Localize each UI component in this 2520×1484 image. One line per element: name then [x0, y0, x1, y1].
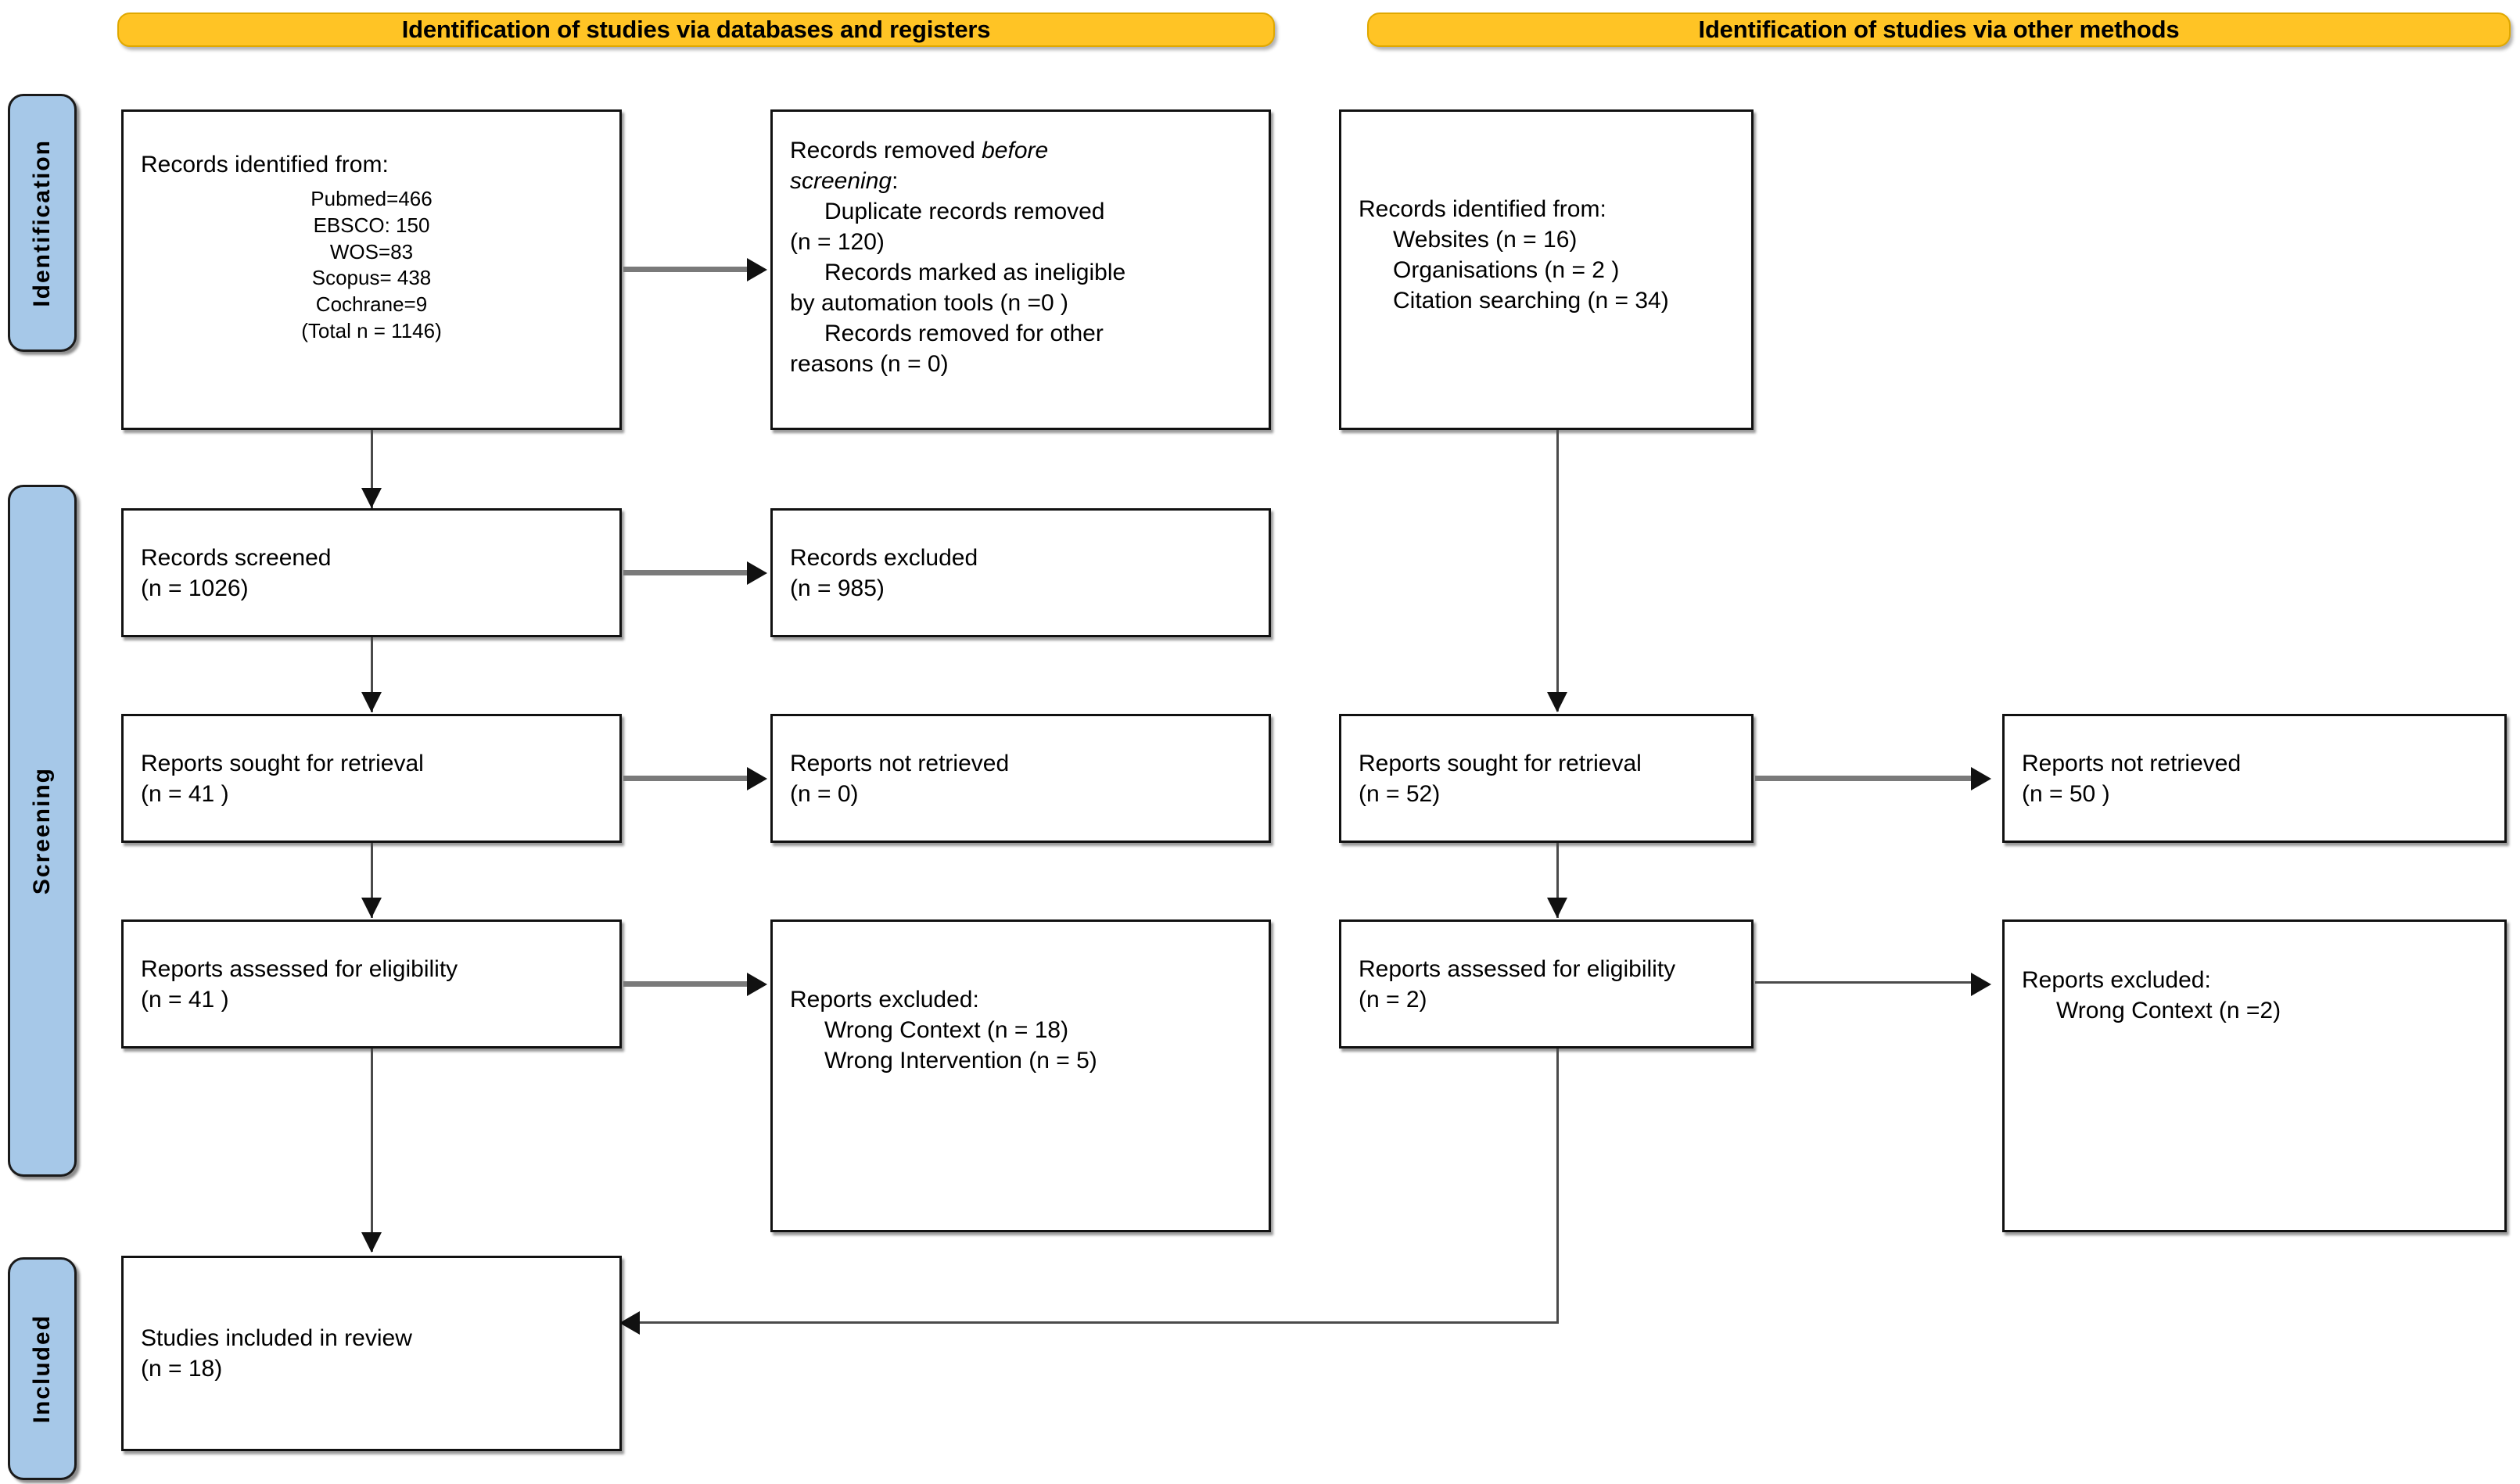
reports-sought-left-title: Reports sought for retrieval [141, 750, 424, 776]
reports-assessed-left-title: Reports assessed for eligibility [141, 955, 458, 982]
box-records-identified-databases: Records identified from: Pubmed=466 EBSC… [121, 109, 622, 430]
records-removed-title-c: screening [790, 168, 892, 194]
arrow-sought-to-assessed-left [361, 898, 382, 918]
arrow-assessed-to-excluded-left [747, 973, 767, 996]
records-removed-item-5: reasons (n = 0) [790, 351, 949, 377]
arrow-other-identified-to-sought [1547, 692, 1567, 712]
box-reports-sought-right: Reports sought for retrieval (n = 52) [1339, 714, 1754, 843]
reports-not-retrieved-left-count: (n = 0) [790, 780, 859, 807]
reports-excluded-left-title: Reports excluded: [790, 987, 979, 1013]
records-identified-source-4: Cochrane=9 [315, 292, 428, 317]
studies-included-count: (n = 18) [141, 1356, 223, 1382]
connector-right-to-included-horizontal [635, 1321, 1558, 1324]
reports-not-retrieved-right-count: (n = 50 ) [2022, 780, 2110, 807]
records-identified-source-0: Pubmed=466 [311, 187, 433, 210]
connector-assessed-to-excluded-right [1755, 981, 1974, 984]
connector-assessed-to-excluded-left [623, 981, 750, 987]
connector-identified-to-screened [371, 430, 373, 508]
stage-tab-screening: Screening [8, 485, 77, 1177]
arrow-sought-to-not-retrieved-left [747, 767, 767, 790]
records-removed-title-line2: screening: [790, 166, 1251, 196]
reports-not-retrieved-right-title: Reports not retrieved [2022, 750, 2242, 776]
connector-sought-to-not-retrieved-right [1755, 776, 1974, 781]
records-removed-item-1: (n = 120) [790, 229, 885, 255]
connector-screened-to-sought [371, 637, 373, 712]
stage-tab-included: Included [8, 1257, 77, 1480]
box-reports-sought-left: Reports sought for retrieval (n = 41 ) [121, 714, 622, 843]
arrow-screened-to-sought [361, 692, 382, 712]
records-identified-title: Records identified from: [141, 152, 389, 177]
box-records-excluded: Records excluded (n = 985) [770, 508, 1271, 637]
reports-excluded-right-title: Reports excluded: [2022, 967, 2211, 993]
records-identified-source-5: (Total n = 1146) [301, 318, 442, 342]
header-databases-registers-label: Identification of studies via databases … [401, 16, 991, 43]
stage-tab-identification: Identification [8, 94, 77, 352]
reports-excluded-left-reason-1: Wrong Intervention (n = 5) [824, 1048, 1097, 1074]
reports-excluded-left-reason-0: Wrong Context (n = 18) [824, 1017, 1069, 1043]
box-reports-not-retrieved-left: Reports not retrieved (n = 0) [770, 714, 1271, 843]
records-identified-other-source-0: Websites (n = 16) [1393, 227, 1578, 253]
box-records-screened: Records screened (n = 1026) [121, 508, 622, 637]
header-databases-registers: Identification of studies via databases … [117, 13, 1275, 47]
arrow-assessed-to-included [361, 1232, 382, 1253]
box-reports-not-retrieved-right: Reports not retrieved (n = 50 ) [2002, 714, 2507, 843]
records-removed-title: Records removed before [790, 135, 1251, 166]
header-other-methods: Identification of studies via other meth… [1367, 13, 2511, 47]
connector-other-identified-to-sought [1556, 430, 1559, 712]
records-removed-item-0: Duplicate records removed [824, 199, 1105, 224]
records-excluded-title: Records excluded [790, 544, 978, 571]
connector-right-to-included-vertical [1556, 1048, 1559, 1324]
reports-assessed-right-count: (n = 2) [1359, 986, 1427, 1013]
records-identified-other-source-1: Organisations (n = 2 ) [1393, 257, 1620, 283]
records-identified-source-3: Scopus= 438 [311, 266, 432, 290]
arrow-sought-to-not-retrieved-right [1971, 767, 1991, 790]
connector-identified-to-removed [623, 267, 750, 272]
connector-screened-to-excluded [623, 570, 750, 575]
box-reports-excluded-right: Reports excluded: Wrong Context (n =2) [2002, 919, 2507, 1232]
connector-sought-to-not-retrieved-left [623, 776, 750, 781]
arrow-identified-to-removed [747, 258, 767, 281]
records-identified-source-2: WOS=83 [329, 239, 414, 263]
records-identified-source-1: EBSCO: 150 [313, 213, 430, 237]
records-removed-title-d: : [892, 168, 899, 194]
reports-assessed-left-count: (n = 41 ) [141, 986, 229, 1013]
box-records-identified-other: Records identified from: Websites (n = 1… [1339, 109, 1754, 430]
records-identified-other-source-2: Citation searching (n = 34) [1393, 288, 1669, 314]
reports-sought-right-title: Reports sought for retrieval [1359, 750, 1642, 776]
header-other-methods-label: Identification of studies via other meth… [1698, 16, 2180, 43]
arrow-sought-to-assessed-right [1547, 898, 1567, 918]
box-reports-assessed-left: Reports assessed for eligibility (n = 41… [121, 919, 622, 1048]
arrow-right-to-included [619, 1311, 640, 1335]
connector-sought-to-assessed-left [371, 843, 373, 918]
records-screened-count: (n = 1026) [141, 575, 249, 601]
reports-assessed-right-title: Reports assessed for eligibility [1359, 955, 1676, 982]
reports-sought-right-count: (n = 52) [1359, 780, 1441, 807]
arrow-assessed-to-excluded-right [1971, 973, 1991, 996]
reports-not-retrieved-left-title: Reports not retrieved [790, 750, 1010, 776]
studies-included-title: Studies included in review [141, 1325, 412, 1351]
records-removed-item-3: by automation tools (n =0 ) [790, 290, 1069, 316]
stage-tab-identification-label: Identification [29, 138, 55, 307]
records-removed-title-b: before [982, 138, 1049, 163]
stage-tab-included-label: Included [29, 1314, 55, 1424]
connector-assessed-to-included [371, 1048, 373, 1252]
reports-sought-left-count: (n = 41 ) [141, 780, 229, 807]
records-screened-title: Records screened [141, 544, 332, 571]
records-excluded-count: (n = 985) [790, 575, 885, 601]
records-removed-item-2: Records marked as ineligible [824, 260, 1126, 285]
box-records-removed-before-screening: Records removed before screening: Duplic… [770, 109, 1271, 430]
records-identified-other-title: Records identified from: [1359, 196, 1606, 222]
records-removed-item-4: Records removed for other [824, 321, 1104, 346]
stage-tab-screening-label: Screening [29, 766, 55, 895]
records-removed-title-a: Records removed [790, 138, 982, 163]
arrow-identified-to-screened [361, 488, 382, 508]
reports-excluded-right-reason-0: Wrong Context (n =2) [2056, 998, 2281, 1023]
arrow-screened-to-excluded [747, 561, 767, 585]
box-studies-included: Studies included in review (n = 18) [121, 1256, 622, 1451]
connector-sought-to-assessed-right [1556, 843, 1559, 918]
box-reports-excluded-left: Reports excluded: Wrong Context (n = 18)… [770, 919, 1271, 1232]
box-reports-assessed-right: Reports assessed for eligibility (n = 2) [1339, 919, 1754, 1048]
